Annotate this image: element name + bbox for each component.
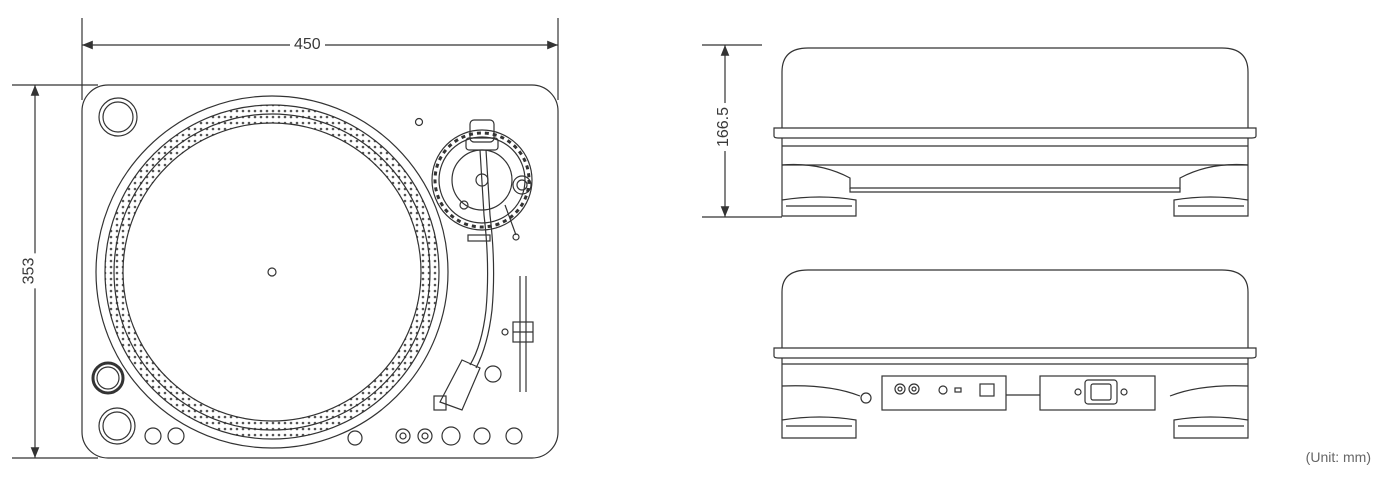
audio-output-panel — [881, 375, 1007, 411]
height-dimension-label: 166.5 — [715, 102, 734, 152]
right-foot — [1173, 196, 1249, 217]
top-view — [12, 18, 559, 459]
depth-dimension-label: 353 — [20, 253, 39, 289]
side-view — [702, 44, 1257, 218]
target-light — [347, 430, 363, 446]
speed-45-button — [167, 427, 185, 445]
platter — [95, 95, 449, 449]
dust-cover — [781, 47, 1249, 128]
speed-33-button — [144, 427, 162, 445]
ac-inlet-panel — [1039, 375, 1156, 411]
pitch-fader — [501, 276, 534, 392]
start-stop-button — [91, 361, 125, 395]
width-dimension-label: 450 — [290, 36, 325, 54]
left-foot — [781, 196, 857, 217]
tonearm — [433, 149, 502, 411]
turntable-body-outline — [81, 84, 559, 459]
stop-button — [98, 407, 136, 445]
bottom-controls — [395, 426, 523, 446]
unit-note: (Unit: mm) — [1305, 449, 1371, 465]
rear-view — [773, 269, 1257, 439]
start-button — [98, 97, 138, 137]
